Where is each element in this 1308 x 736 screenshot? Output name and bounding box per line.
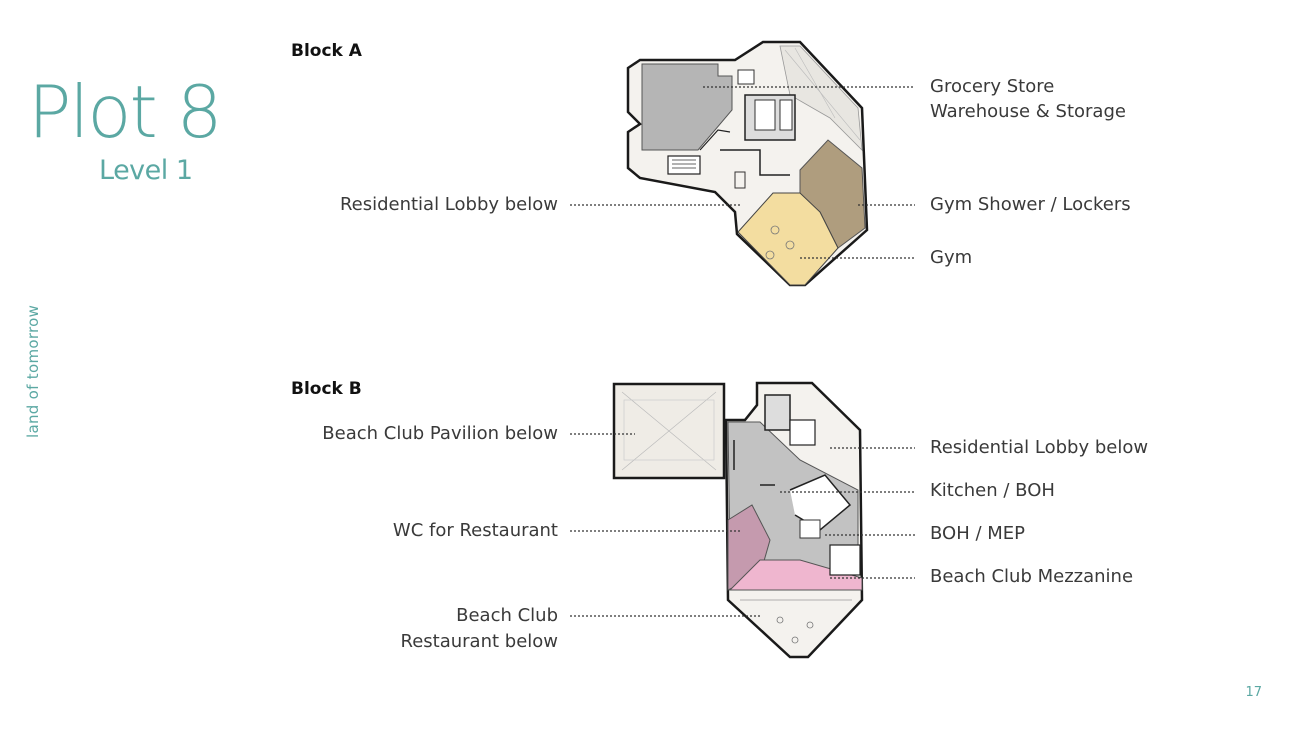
label-wc-restaurant: WC for Restaurant	[392, 520, 558, 541]
label-gym-shower-lockers: Gym Shower / Lockers	[930, 194, 1131, 215]
label-residential-lobby-b: Residential Lobby below	[930, 437, 1149, 458]
gym-zone	[737, 192, 839, 286]
label-kitchen-boh: Kitchen / BOH	[930, 480, 1055, 501]
block-a-heading: Block A	[291, 41, 362, 61]
label-warehouse-storage: Warehouse & Storage	[930, 101, 1126, 122]
block-b-floorplan	[612, 381, 864, 659]
label-grocery-store: Grocery Store	[930, 76, 1055, 97]
block-a-floorplan	[626, 40, 869, 287]
label-gym: Gym	[930, 247, 973, 268]
page-subtitle: Level 1	[99, 155, 193, 186]
grocery-store-zone	[641, 63, 733, 151]
page-number: 17	[1245, 685, 1262, 700]
label-residential-lobby-a: Residential Lobby below	[339, 194, 558, 215]
label-restaurant-below: Restaurant below	[400, 631, 559, 652]
label-beach-club-mezzanine: Beach Club Mezzanine	[930, 566, 1134, 587]
block-b-heading: Block B	[291, 379, 362, 399]
page-title: Plot 8	[28, 70, 222, 154]
block-b-leaders	[570, 433, 915, 617]
label-beach-club-pavilion: Beach Club Pavilion below	[322, 423, 558, 444]
label-beach-club: Beach Club	[456, 605, 558, 626]
label-boh-mep: BOH / MEP	[930, 523, 1026, 544]
block-a-leaders	[570, 86, 915, 259]
